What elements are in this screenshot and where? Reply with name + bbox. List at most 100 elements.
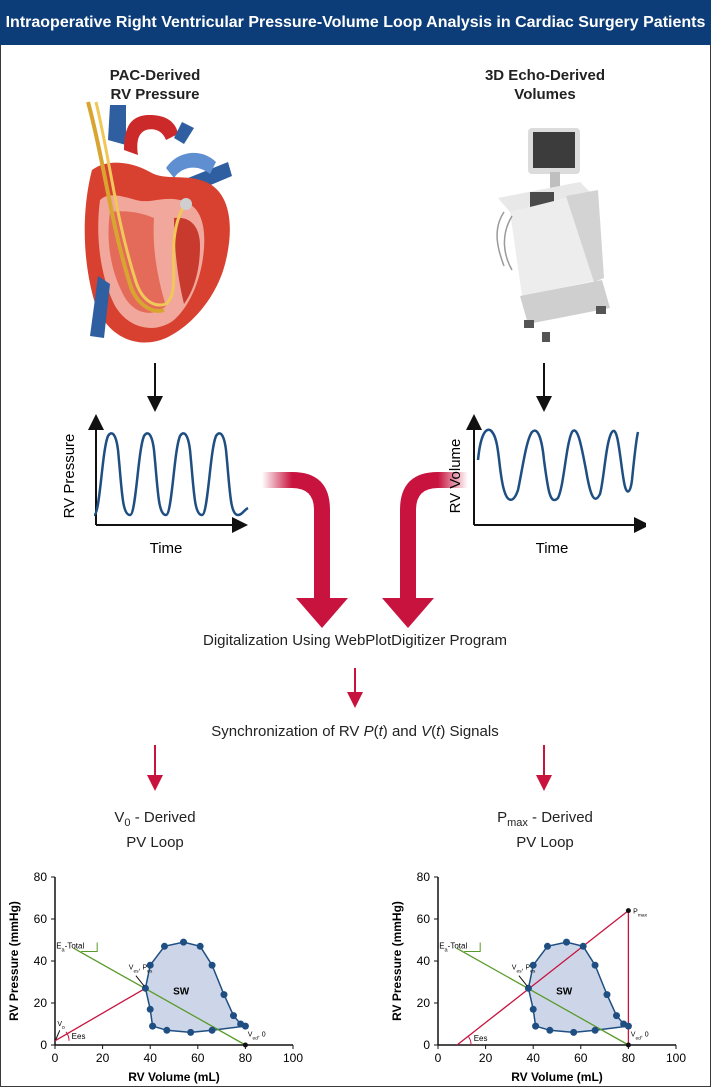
ea-total-label: Ea-Total (439, 942, 467, 954)
ees-label: Ees (72, 1032, 86, 1041)
step2-suffix: ) Signals (440, 723, 499, 740)
big-arrow-right (382, 472, 468, 628)
pv-loop-area (527, 941, 632, 1034)
pressure-trace (92, 432, 249, 517)
y-tick-label: 60 (417, 912, 431, 926)
step2-p: P (363, 723, 374, 740)
ees-angle-arc (65, 1031, 70, 1041)
x-tick-label: 100 (666, 1051, 686, 1065)
step2-t2: t (436, 723, 441, 740)
pv-loop-point (208, 961, 216, 969)
y-axis-label: RV Pressure (mmHg) (7, 901, 21, 1021)
x-tick-label: 60 (191, 1051, 205, 1065)
x-tick-label: 80 (622, 1051, 636, 1065)
marker-point (625, 908, 631, 914)
y-tick-label: 40 (417, 954, 431, 968)
pv-loop-point (146, 961, 154, 969)
step2-prefix: Synchronization of RV (211, 723, 364, 740)
sw-label: SW (173, 986, 190, 997)
step2-open2: ( (431, 723, 437, 740)
pv-loop-point (532, 1022, 540, 1030)
step-synchronization: Synchronization of RV P(t) and V(t) Sign… (100, 722, 610, 741)
x-tick-label: 100 (283, 1051, 303, 1065)
ees-angle-arc (467, 1035, 472, 1046)
left-method-sub: 0 (124, 817, 131, 829)
es-point-label: Ves, Pes (512, 965, 536, 975)
volume-trace (476, 428, 640, 502)
pv-loop-point (160, 942, 168, 950)
y-tick-label: 20 (417, 996, 431, 1010)
pv-loop-point (196, 942, 204, 950)
x-tick-label: 20 (479, 1051, 493, 1065)
heart-illustration (84, 101, 232, 343)
left-method-label: V0 - Derived PV Loop (80, 808, 230, 852)
x-tick-label: 80 (239, 1051, 253, 1065)
pv-loop-point (187, 1028, 195, 1036)
pv-loop-point (149, 1022, 157, 1030)
ees-line (54, 987, 146, 1042)
right-source-label: 3D Echo-Derived Volumes (460, 66, 630, 104)
figure-title: Intraoperative Right Ventricular Pressur… (0, 0, 711, 45)
ees-label: Ees (474, 1034, 488, 1043)
y-tick-label: 40 (34, 954, 48, 968)
pv-loop-point (546, 1026, 554, 1034)
x-tick-label: 40 (527, 1051, 541, 1065)
ea-slope-marker (464, 942, 481, 953)
pv-loop-point (163, 1026, 171, 1034)
left-method-line2: PV Loop (126, 834, 184, 851)
es-pointer (518, 975, 528, 987)
x-tick-label: 20 (96, 1051, 110, 1065)
pv-loop-point (529, 1005, 537, 1013)
ea-slope-marker (81, 942, 98, 953)
sw-label: SW (556, 986, 573, 997)
pmax-label: Pmax (633, 909, 647, 919)
y-axis-label: RV Pressure (mmHg) (390, 901, 404, 1021)
y-tick-label: 0 (423, 1038, 430, 1052)
ved-label: Ved, 0 (248, 1032, 266, 1042)
left-source-label: PAC-Derived RV Pressure (80, 66, 230, 104)
volume-waveform: RV Volume Time (447, 414, 646, 557)
right-method-rest: - Derived (527, 809, 593, 826)
es-pointer (135, 975, 145, 987)
y-tick-label: 0 (40, 1038, 47, 1052)
left-source-line1: PAC-Derived (109, 67, 201, 84)
right-source-line2: Volumes (514, 86, 576, 103)
ultrasound-machine-illustration (496, 128, 610, 342)
x-tick-label: 40 (144, 1051, 158, 1065)
pv-loop-point (180, 938, 188, 946)
pv-loop-area (144, 941, 249, 1034)
big-arrow-left (262, 472, 348, 628)
pv-loop-point (208, 1026, 216, 1034)
pv-loop-point (603, 991, 611, 999)
es-point-label: Ves, Pes (129, 965, 153, 975)
x-axis-label: RV Volume (mL) (511, 1070, 603, 1084)
pv-loop-point (529, 961, 537, 969)
v0-pointer (55, 1030, 61, 1040)
right-method-sub: max (507, 817, 528, 829)
step2-v: V (421, 723, 432, 740)
right-method-symbol: P (497, 809, 508, 826)
x-tick-label: 0 (52, 1051, 59, 1065)
y-tick-label: 20 (34, 996, 48, 1010)
pv-loop-point (241, 1022, 249, 1030)
pv-loop-point (524, 984, 532, 992)
ees-line (456, 910, 629, 1046)
volume-xlabel: Time (536, 540, 569, 557)
left-method-rest: - Derived (130, 809, 196, 826)
x-axis-label: RV Volume (mL) (128, 1070, 220, 1084)
left-method-symbol: V (114, 809, 125, 826)
pv-loop-point (146, 1005, 154, 1013)
y-tick-label: 80 (34, 870, 48, 884)
v0-label: V0 (57, 1021, 65, 1031)
ea-line (456, 947, 629, 1046)
y-tick-label: 60 (34, 912, 48, 926)
pressure-ylabel: RV Pressure (61, 434, 78, 519)
pv-loop-point (579, 942, 587, 950)
pv-loop-point (591, 961, 599, 969)
pv-loop-point (230, 1012, 237, 1020)
step2-open1: ( (373, 723, 379, 740)
ea-line (73, 947, 246, 1046)
pv-loop-point (563, 938, 571, 946)
